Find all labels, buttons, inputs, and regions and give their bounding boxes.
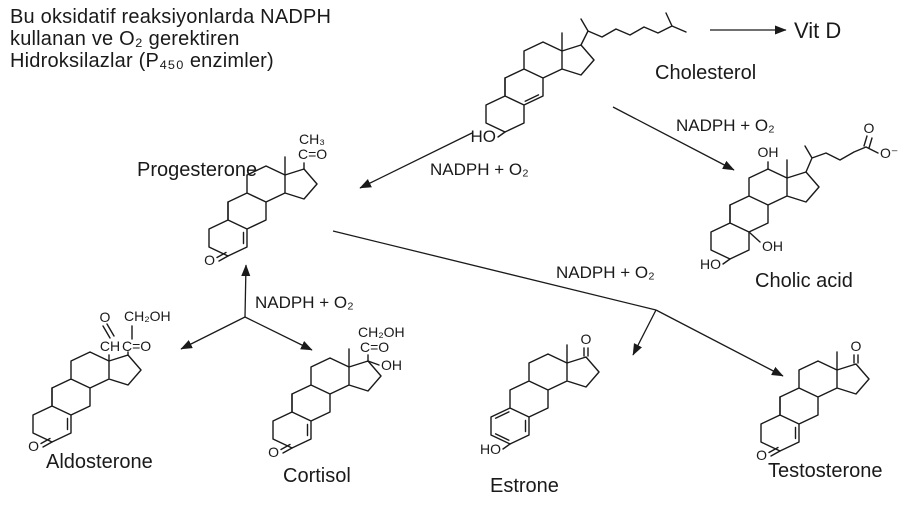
oh7-group-label: OH — [762, 238, 783, 254]
carboxylate-label: O⁻ — [880, 145, 898, 161]
arrow-branch-to-testosterone — [655, 309, 784, 377]
steroid-skeleton — [485, 41, 595, 133]
methyl-group-label: CH₃ — [299, 131, 325, 147]
steroid-skeleton — [272, 357, 382, 449]
ketone-o-label: O — [851, 338, 862, 354]
arrow-cholesterol-to-cholic-acid — [612, 106, 735, 171]
aldehyde-o-label: O — [100, 309, 111, 325]
aldosterone-label: Aldosterone — [46, 451, 153, 473]
arrow-junction-to-progesterone — [241, 264, 251, 318]
hydroxyl3-bond — [722, 258, 731, 265]
molecule-cortisol: O C=O CH₂OH OH — [268, 324, 405, 460]
title-line-3: Hidroksilazlar (P₄₅₀ enzimler) — [10, 50, 274, 72]
label-nadph-prog-sex: NADPH + O₂ — [556, 263, 655, 282]
estrone-label: Estrone — [490, 475, 559, 497]
title-line-1: Bu oksidatif reaksiyonlarda NADPH — [10, 6, 332, 28]
d-ring-ketone-bonds — [853, 354, 859, 364]
arrow-cholesterol-to-progesterone — [359, 132, 473, 189]
aromatic-double-bonds — [494, 411, 527, 441]
oh17-bond — [367, 360, 380, 366]
arrow-junction-to-cortisol — [244, 316, 313, 351]
carboxyl-double-bond — [863, 135, 873, 149]
ring-ketone-label: O — [204, 252, 215, 268]
steroid-skeleton — [32, 351, 142, 443]
ketone-bonds — [768, 446, 781, 457]
carboxyl-o-label: O — [864, 120, 875, 136]
hydroxyl3-group-label: HO — [700, 256, 721, 272]
label-nadph-chol-prog: NADPH + O₂ — [430, 160, 529, 179]
side-chain-bonds — [580, 12, 687, 46]
hydroxyl-group-label: HO — [471, 127, 497, 146]
molecule-estrone: O HO — [480, 331, 600, 457]
ring-ketone-label: O — [28, 438, 39, 454]
ketone-o-label: O — [581, 331, 592, 347]
cholic-acid-label: Cholic acid — [755, 270, 853, 292]
title-line-2: kullanan ve O₂ gerektiren — [10, 28, 240, 50]
methyl-bonds — [729, 159, 788, 224]
d-ring-ketone-bonds — [583, 347, 589, 357]
molecule-cholic-acid: OH O O⁻ HO OH — [700, 120, 898, 272]
label-nadph-chol-cholic: NADPH + O₂ — [676, 116, 775, 135]
molecule-cholesterol: HO — [471, 12, 687, 146]
keto-group-label: C=O — [122, 338, 151, 354]
aldehyde-ch-label: CH — [100, 338, 120, 354]
arrow-junction-to-aldosterone — [180, 316, 246, 350]
c20-bond — [127, 325, 133, 356]
aldehyde-double-bond — [102, 323, 115, 339]
ketone-bonds — [40, 437, 53, 448]
title-block: Bu oksidatif reaksiyonlarda NADPH kullan… — [10, 6, 331, 72]
steroid-skeleton — [760, 360, 870, 452]
line-progesterone-to-branch — [332, 230, 657, 311]
steroid-skeleton — [490, 353, 600, 445]
ketone-bonds — [216, 251, 229, 262]
oh17-group-label: OH — [381, 357, 402, 373]
methyl-bonds — [504, 32, 563, 97]
ring-ketone-label: O — [268, 444, 279, 460]
oh7-bond — [748, 231, 761, 243]
ch2oh-group-label: CH₂OH — [358, 324, 405, 340]
ketone-bonds — [280, 443, 293, 454]
progesterone-label: Progesterone — [137, 159, 257, 181]
label-nadph-prog-corticoids: NADPH + O₂ — [255, 293, 354, 312]
molecule-progesterone: O C=O CH₃ — [204, 131, 327, 268]
cholesterol-label: Cholesterol — [655, 62, 756, 84]
arrow-branch-to-estrone — [632, 309, 657, 356]
keto-group-label: C=O — [360, 339, 389, 355]
ring-ketone-label: O — [756, 447, 767, 463]
hydroxyl-bond — [502, 443, 511, 450]
methyl-bonds — [227, 156, 286, 221]
double-bond-line — [524, 94, 540, 102]
ch2oh-group-label: CH₂OH — [124, 308, 171, 324]
hydroxyl-bond — [497, 131, 506, 138]
pathway-arrows — [180, 25, 787, 377]
keto-group-label: C=O — [298, 146, 327, 162]
side-chain-bonds — [804, 145, 879, 173]
methyl-bonds — [779, 351, 838, 416]
molecule-testosterone: O O — [756, 338, 870, 463]
oh12-group-label: OH — [758, 144, 779, 160]
vit-d-label: Vit D — [794, 18, 841, 43]
cortisol-label: Cortisol — [283, 465, 351, 487]
testosterone-label: Testosterone — [768, 460, 883, 482]
hydroxyl-group-label: HO — [480, 441, 501, 457]
methyl-bonds — [291, 348, 350, 413]
molecule-aldosterone: O CH O C=O CH₂OH — [28, 308, 171, 454]
